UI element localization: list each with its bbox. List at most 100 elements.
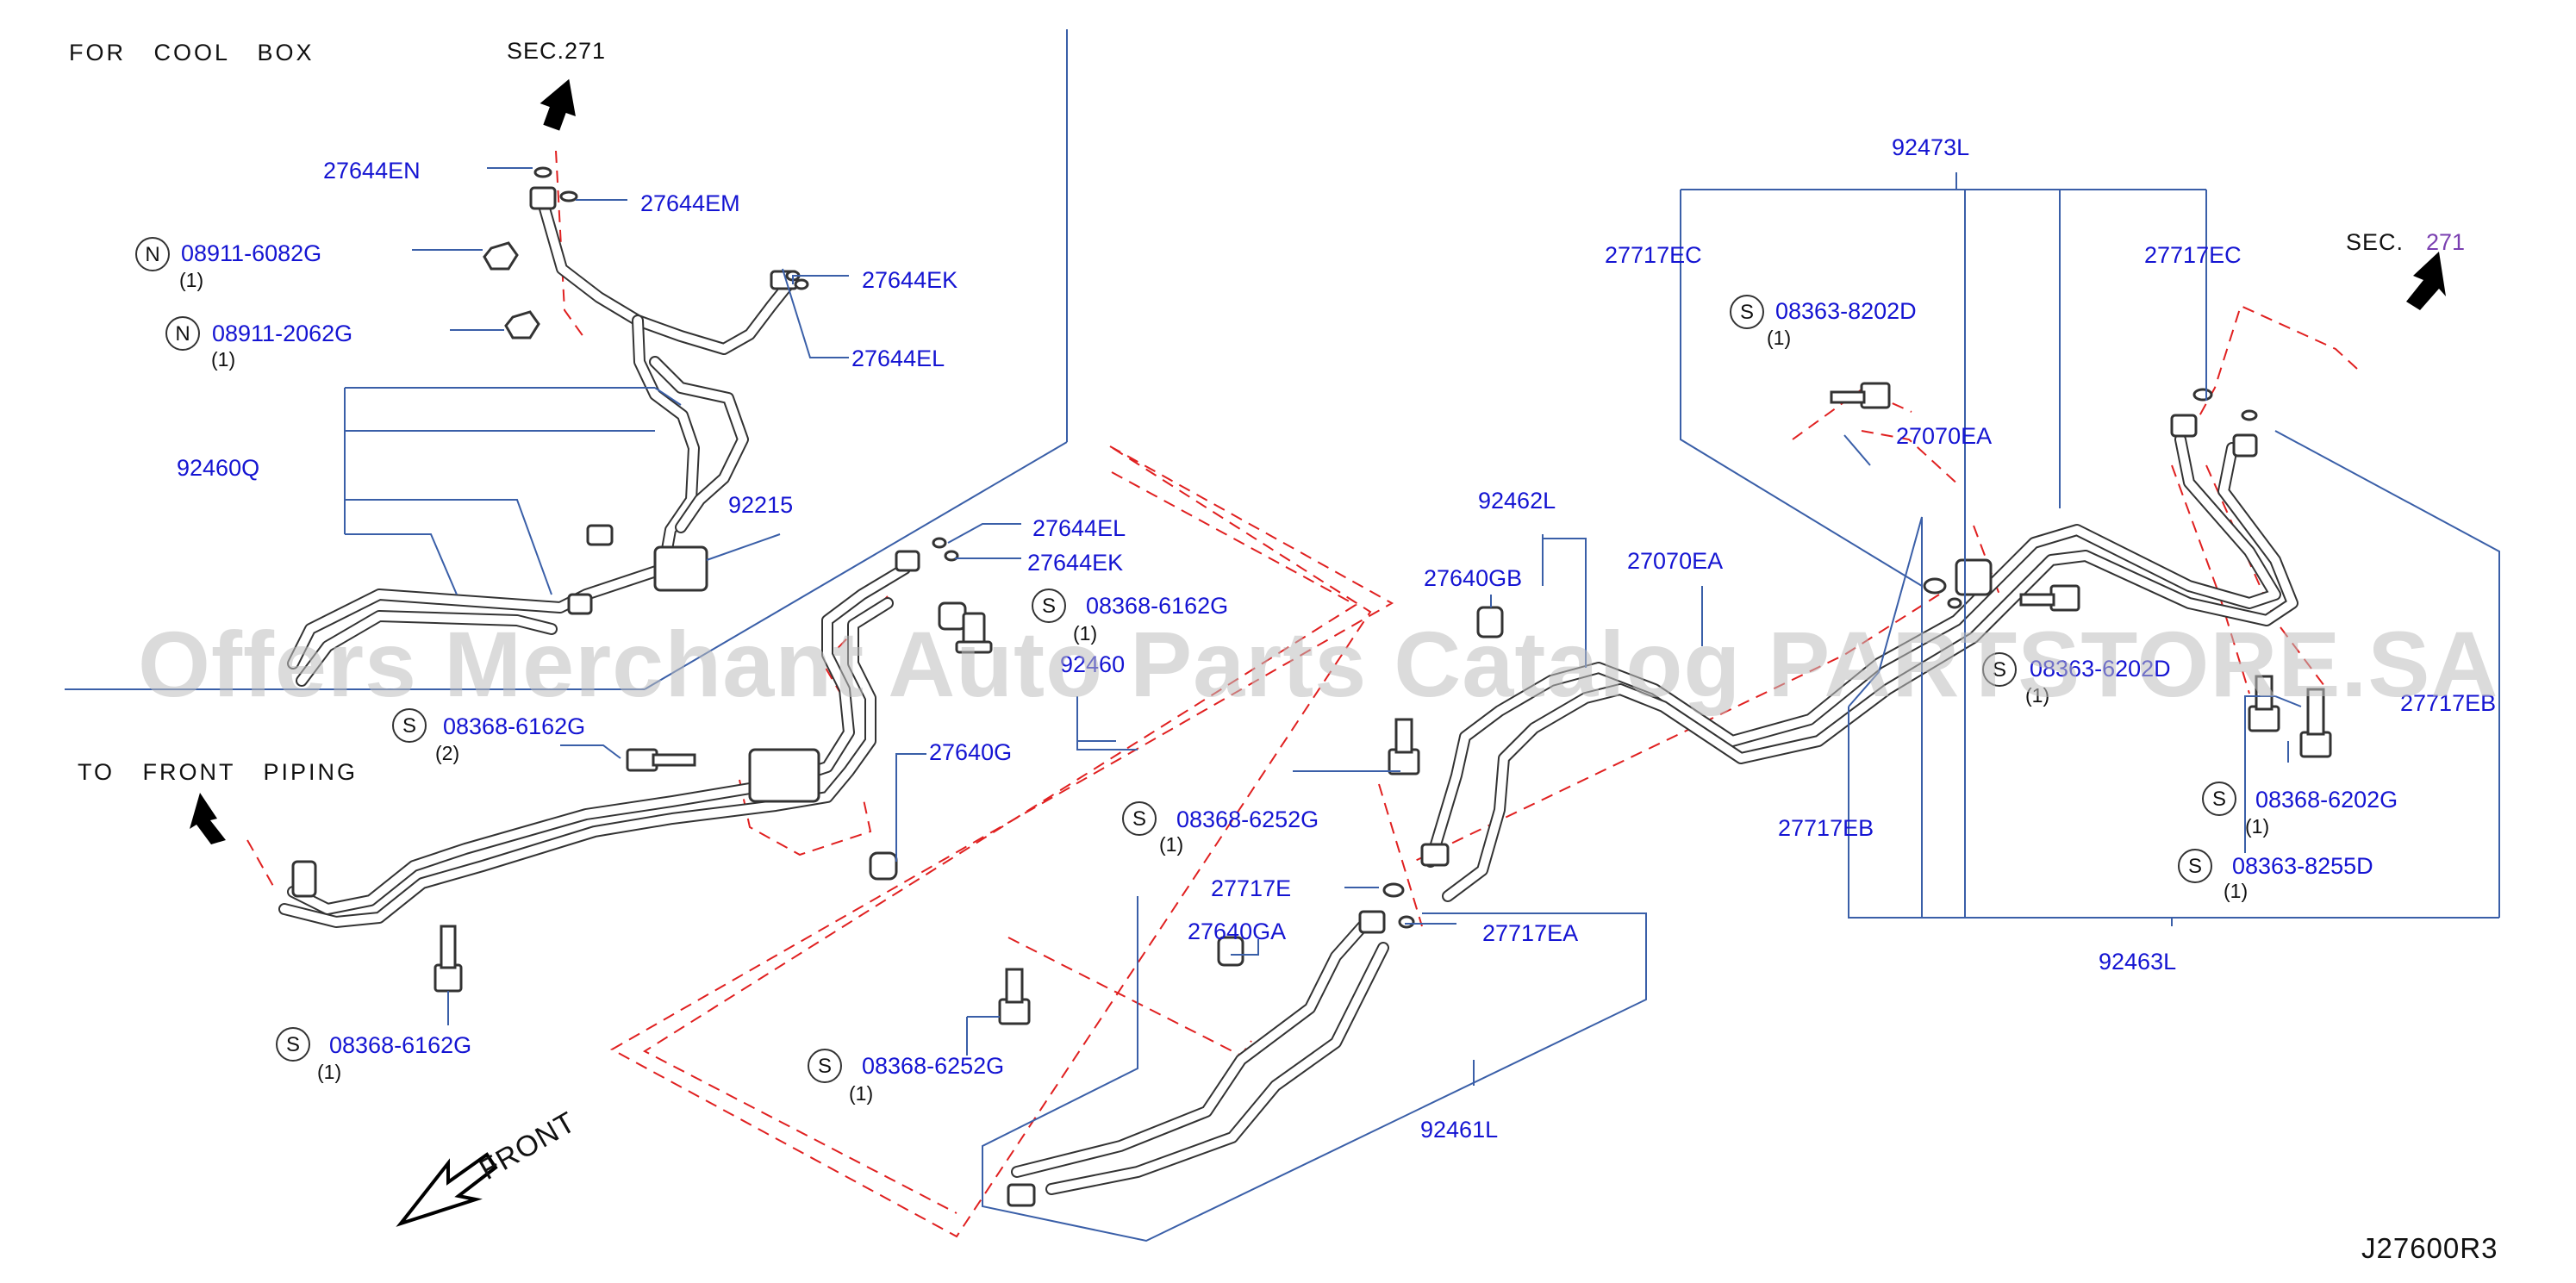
grommet-27640G-icon (869, 851, 898, 881)
qty-08368-6252G-mid: (1) (1159, 833, 1183, 856)
marker-screw-letter: S (2188, 855, 2202, 878)
qty-08368-6202G: (1) (2245, 815, 2269, 838)
arrow-to-front-icon (190, 793, 226, 844)
label-27644EM: 27644EM (640, 190, 740, 216)
label-27640GB: 27640GB (1424, 565, 1522, 591)
qty-08363-8255D: (1) (2224, 880, 2248, 902)
label-92461L: 92461L (1420, 1117, 1498, 1143)
label-27644EL-upper: 27644EL (851, 346, 945, 371)
label-08363-6202D: 08363-6202D (2030, 656, 2171, 682)
marker-screw-9 (2178, 849, 2212, 883)
label-27717EB-left: 27717EB (1778, 815, 1874, 841)
arrow-front-icon (396, 1152, 498, 1227)
nut-6082G-icon (483, 241, 519, 271)
label-08911-2062G: 08911-2062G (212, 321, 352, 346)
pipe-assembly-right (1011, 433, 2298, 1195)
label-27644EL-lower: 27644EL (1032, 515, 1126, 541)
label-92215: 92215 (728, 492, 793, 518)
label-08911-6082G: 08911-6082G (181, 240, 321, 266)
label-92460-partial: 92460 (1060, 651, 1125, 677)
marker-screw-7 (1982, 652, 2017, 687)
marker-screw-letter: S (818, 1055, 832, 1078)
bolts (433, 382, 2332, 1025)
label-27070EA-right: 27070EA (1896, 423, 1992, 449)
marker-screw-letter: S (2212, 788, 2226, 811)
label-27640G: 27640G (929, 739, 1012, 765)
qty-08368-6162G-left: (2) (435, 742, 459, 764)
marker-screw-letter: S (1993, 658, 2006, 682)
nut-2062G-icon (504, 310, 540, 339)
note-sec-271-left: SEC.271 (507, 38, 606, 64)
marker-circles (135, 237, 2236, 1083)
part-labels: 27644EN 27644EM 08911-6082G 08911-2062G … (177, 134, 2496, 1143)
block-joint-icon (748, 748, 820, 803)
qty-08363-8202D: (1) (1767, 327, 1791, 349)
marker-nut-2 (165, 316, 200, 351)
label-27644EN: 27644EN (323, 158, 421, 184)
label-92462L: 92462L (1478, 488, 1556, 514)
note-to-front-piping: TO FRONT PIPING (78, 759, 358, 785)
label-08363-8255D: 08363-8255D (2232, 853, 2373, 879)
watermark: Offers Merchant Auto Parts Catalog PARTS… (138, 612, 2498, 716)
label-08368-6162G-bottom: 08368-6162G (329, 1032, 471, 1058)
marker-screw-6 (1730, 295, 1764, 329)
label-92463L: 92463L (2099, 949, 2176, 975)
note-front: FRONT (474, 1105, 582, 1186)
zone-separator (65, 29, 1068, 690)
marker-screw-letter: S (1132, 807, 1146, 831)
marker-screw-4 (276, 1027, 310, 1062)
bolt-8202D-icon (1830, 382, 1891, 409)
label-08368-6252G-mid: 08368-6252G (1176, 807, 1319, 832)
valve-92215-icon (653, 545, 708, 592)
qty-08911-2062G: (1) (211, 348, 235, 371)
note-sec-right: SEC. (2346, 229, 2404, 255)
qty-08368-6162G-upper: (1) (1073, 622, 1097, 645)
marker-nut-letter: N (175, 322, 190, 346)
bolt-6252G-mid-icon (1388, 718, 1420, 775)
label-92473L: 92473L (1892, 134, 1969, 160)
label-27644EK-lower: 27644EK (1027, 550, 1123, 576)
qty-08363-6202D: (1) (2025, 684, 2049, 707)
marker-screw-1 (1032, 589, 1066, 623)
pipe-assembly-left (278, 196, 911, 928)
label-27717E: 27717E (1211, 875, 1291, 901)
marker-screw-8 (2202, 782, 2236, 816)
bolt-8255D-icon (2299, 688, 2332, 758)
marker-nut-letter: N (145, 243, 159, 266)
marker-screw-letter: S (1042, 595, 1056, 618)
grommet-27640GA-icon (1217, 936, 1244, 967)
bolt-6202G-icon (2248, 675, 2280, 732)
qty-08368-6252G-bottom: (1) (849, 1082, 873, 1105)
marker-nut-1 (135, 237, 170, 271)
marker-screw-2 (392, 708, 427, 743)
label-27640GA: 27640GA (1188, 919, 1286, 944)
bolt-6252G-bottom-icon (998, 968, 1031, 1025)
note-for-cool-box: FOR COOL BOX (69, 40, 315, 65)
label-27717EC-left: 27717EC (1605, 242, 1702, 268)
note-sec-right-number: 271 (2426, 229, 2465, 255)
leader-lines (344, 167, 2500, 1243)
bolt-6162G-upper-icon (955, 612, 993, 654)
bolt-6202D-icon (2019, 584, 2080, 612)
label-27717EB-right: 27717EB (2400, 690, 2496, 716)
marker-screw-5 (808, 1049, 842, 1083)
label-08368-6202G: 08368-6202G (2255, 787, 2398, 813)
marker-screw-letter: S (402, 714, 416, 738)
quantities: (1) (1) (1) (2) (1) (1) (1) (1) (1) (1) … (179, 269, 2269, 1105)
qty-08911-6082G: (1) (179, 269, 203, 291)
label-27717EC-right: 27717EC (2144, 242, 2242, 268)
label-27644EK-upper: 27644EK (862, 267, 957, 293)
label-08368-6162G-upper: 08368-6162G (1086, 593, 1228, 619)
marker-screw-letter: S (286, 1033, 300, 1056)
bolt-6162G-left-icon (626, 748, 696, 772)
label-08363-8202D: 08363-8202D (1775, 298, 1917, 324)
marker-letters: N N S S S S S S S S S (145, 243, 2226, 1078)
direction-arrows (190, 78, 2446, 1227)
label-92460Q: 92460Q (177, 455, 259, 481)
label-27070EA-middle: 27070EA (1627, 548, 1723, 574)
qty-08368-6162G-bottom: (1) (317, 1061, 341, 1083)
bracket-27070EA-icon (1955, 558, 1993, 596)
label-08368-6252G-bottom: 08368-6252G (862, 1053, 1004, 1079)
